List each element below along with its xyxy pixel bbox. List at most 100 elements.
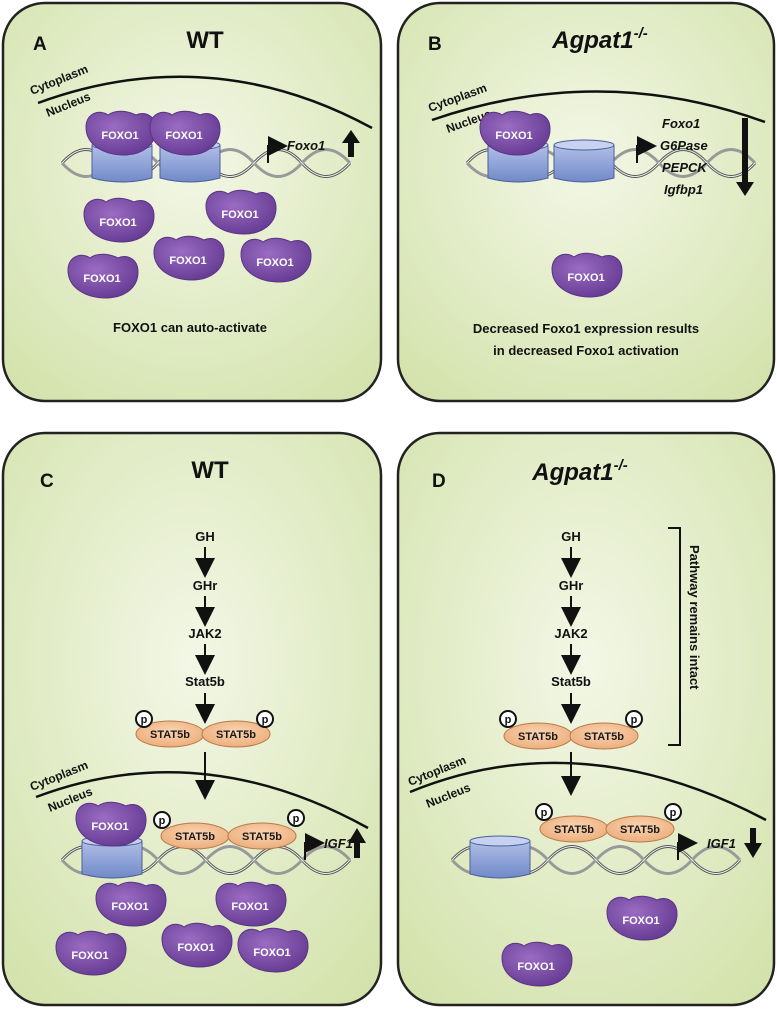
down-arrow-icon — [744, 828, 762, 858]
panel-a-caption: FOXO1 can auto-activate — [113, 320, 267, 335]
panel-b-caption-line-2: in decreased Foxo1 activation — [493, 343, 679, 358]
svg-text:p: p — [631, 714, 638, 726]
nuclear-membrane — [409, 761, 767, 822]
panel-d-letter: D — [432, 471, 446, 492]
svg-text:STAT5b: STAT5b — [620, 824, 660, 836]
svg-text:STAT5b: STAT5b — [150, 729, 190, 741]
panel-c: C WT GH GHr JAK2 Stat5b STAT5b STAT5b p … — [1, 431, 383, 1007]
pathway-step: Stat5b — [551, 674, 591, 689]
svg-text:FOXO1: FOXO1 — [231, 901, 268, 913]
svg-text:FOXO1: FOXO1 — [91, 821, 128, 833]
svg-text:FOXO1: FOXO1 — [622, 915, 659, 927]
svg-text:FOXO1: FOXO1 — [71, 950, 108, 962]
svg-text:FOXO1: FOXO1 — [165, 130, 202, 142]
panel-d-gene: IGF1 — [707, 836, 736, 851]
svg-text:FOXO1: FOXO1 — [169, 255, 206, 267]
panel-b-letter: B — [428, 34, 442, 55]
panel-b-gene: Foxo1 — [662, 116, 700, 131]
svg-text:p: p — [159, 815, 166, 827]
panel-a: A WT Cytoplasm Nucleus FOXO1 FOXO1 Foxo1… — [1, 1, 383, 403]
svg-text:FOXO1: FOXO1 — [495, 130, 532, 142]
foxo1-protein: FOXO1 — [85, 110, 157, 156]
svg-text:p: p — [141, 714, 148, 726]
svg-text:p: p — [262, 714, 269, 726]
pathway-step: Stat5b — [185, 674, 225, 689]
panel-c-gene: IGF1 — [324, 836, 353, 851]
stat5b-protein: STAT5b — [201, 720, 271, 748]
svg-text:p: p — [670, 807, 677, 819]
panel-c-title: WT — [191, 457, 229, 484]
foxo1-protein: FOXO1 — [215, 881, 287, 927]
svg-text:STAT5b: STAT5b — [242, 831, 282, 843]
panel-d: D Agpat1-/- GH GHr JAK2 Stat5b Pathway r… — [396, 431, 776, 1007]
transcription-start-arrow — [677, 833, 698, 860]
foxo1-protein: FOXO1 — [551, 252, 623, 298]
nuclear-membrane — [35, 771, 369, 830]
pathway-bracket — [668, 527, 681, 746]
pathway-step: GH — [561, 529, 581, 544]
phosphate-icon: p — [135, 710, 153, 728]
panel-c-letter: C — [40, 471, 54, 492]
panel-b-title: Agpat1-/- — [551, 25, 648, 54]
foxo1-protein: FOXO1 — [501, 941, 573, 987]
svg-text:FOXO1: FOXO1 — [101, 130, 138, 142]
svg-text:FOXO1: FOXO1 — [567, 272, 604, 284]
panel-b-gene: G6Pase — [660, 138, 708, 153]
pathway-step: GHr — [193, 578, 218, 593]
panel-a-background — [1, 1, 383, 403]
svg-text:FOXO1: FOXO1 — [111, 901, 148, 913]
phosphate-icon: p — [535, 803, 553, 821]
nucleosome — [553, 139, 615, 183]
svg-text:FOXO1: FOXO1 — [99, 217, 136, 229]
foxo1-protein: FOXO1 — [75, 801, 147, 847]
svg-text:FOXO1: FOXO1 — [253, 947, 290, 959]
phosphate-icon: p — [625, 710, 643, 728]
svg-text:FOXO1: FOXO1 — [256, 257, 293, 269]
stat5b-protein: STAT5b — [227, 822, 297, 850]
up-arrow-icon — [348, 828, 366, 858]
panel-b: B Agpat1-/- Cytoplasm Nucleus FOXO1 Foxo… — [396, 1, 776, 403]
stat5b-protein: STAT5b — [503, 722, 573, 750]
panel-b-background — [396, 1, 776, 403]
svg-text:STAT5b: STAT5b — [518, 731, 558, 743]
svg-text:FOXO1: FOXO1 — [177, 942, 214, 954]
foxo1-protein: FOXO1 — [67, 253, 139, 299]
foxo1-protein: FOXO1 — [153, 235, 225, 281]
stat5b-protein: STAT5b — [605, 815, 675, 843]
phosphate-icon: p — [256, 710, 274, 728]
foxo1-protein: FOXO1 — [149, 110, 221, 156]
panel-a-title: WT — [186, 27, 224, 54]
panel-d-title: Agpat1-/- — [531, 457, 628, 486]
foxo1-protein: FOXO1 — [205, 189, 277, 235]
foxo1-protein: FOXO1 — [606, 895, 678, 941]
foxo1-protein: FOXO1 — [479, 110, 551, 156]
panel-a-letter: A — [33, 34, 47, 55]
panel-b-gene: PEPCK — [662, 160, 708, 175]
pathway-step: JAK2 — [188, 626, 221, 641]
nuclear-membrane — [431, 90, 766, 124]
panel-d-background — [396, 431, 776, 1007]
panel-b-gene: Igfbp1 — [664, 182, 703, 197]
stat5b-protein: STAT5b — [160, 822, 230, 850]
stat5b-protein: STAT5b — [135, 720, 205, 748]
down-arrow-icon — [736, 118, 754, 196]
stat5b-protein: STAT5b — [569, 722, 639, 750]
transcription-start-arrow — [267, 136, 288, 163]
foxo1-protein: FOXO1 — [240, 237, 312, 283]
phosphate-icon: p — [287, 809, 305, 827]
up-arrow-icon — [342, 130, 360, 157]
svg-text:STAT5b: STAT5b — [175, 831, 215, 843]
svg-text:FOXO1: FOXO1 — [221, 209, 258, 221]
phosphate-icon: p — [499, 710, 517, 728]
panel-c-background — [1, 431, 383, 1007]
pathway-step: JAK2 — [554, 626, 587, 641]
foxo1-protein: FOXO1 — [95, 881, 167, 927]
pathway-step: GHr — [559, 578, 584, 593]
svg-text:p: p — [505, 714, 512, 726]
foxo1-protein: FOXO1 — [237, 927, 309, 973]
stat5b-protein: STAT5b — [539, 815, 609, 843]
panel-a-gene: Foxo1 — [287, 138, 325, 153]
svg-text:p: p — [541, 807, 548, 819]
